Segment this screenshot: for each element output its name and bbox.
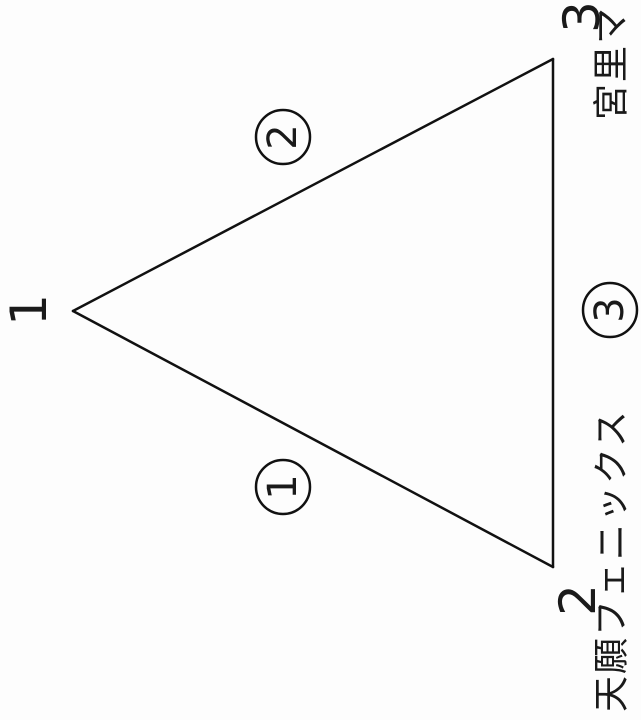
vertex-label-2: 2 (549, 584, 607, 616)
edge-label-circle-2 (254, 108, 312, 166)
edge-label-number-1: 1 (260, 474, 306, 499)
edge-1-2 (71, 309, 555, 569)
vertex-caption-2: 天願フェニックス (592, 409, 633, 712)
vertex-caption-3: 宮里マッ (592, 0, 633, 120)
edge-label-circle-1 (254, 458, 312, 516)
vertex-label-1: 1 (0, 294, 58, 326)
edge-label-number-3: 3 (587, 297, 633, 322)
vertex-label-3: 3 (553, 1, 611, 33)
edge-label-circle-3 (581, 281, 639, 339)
edge-label-number-2: 2 (260, 124, 306, 149)
edge-1-3 (71, 57, 555, 313)
